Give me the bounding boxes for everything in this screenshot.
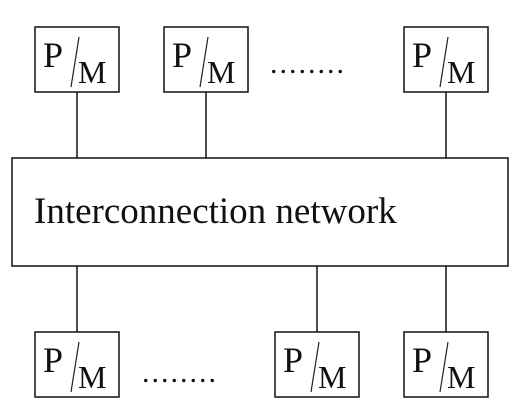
ellipsis-bottom: ........: [142, 356, 218, 389]
pm-node-bottom-2: P M: [274, 331, 360, 398]
memory-label: M: [78, 359, 106, 395]
memory-label: M: [318, 359, 346, 395]
pm-node-bottom-1: P M: [34, 331, 120, 398]
memory-label: M: [447, 359, 475, 395]
ellipsis-top: ........: [270, 47, 346, 80]
pm-node-top-1: P M: [34, 26, 120, 93]
interconnection-network: Interconnection network: [11, 157, 509, 267]
pm-node-top-3: P M: [403, 26, 489, 93]
processor-label: P: [43, 340, 63, 380]
network-label: Interconnection network: [34, 191, 397, 232]
pm-node-bottom-3: P M: [403, 331, 489, 398]
memory-label: M: [207, 54, 235, 90]
processor-label: P: [172, 35, 192, 75]
processor-label: P: [412, 35, 432, 75]
processor-label: P: [412, 340, 432, 380]
pm-node-top-2: P M: [163, 26, 249, 93]
processor-label: P: [283, 340, 303, 380]
memory-label: M: [78, 54, 106, 90]
processor-label: P: [43, 35, 63, 75]
memory-label: M: [447, 54, 475, 90]
